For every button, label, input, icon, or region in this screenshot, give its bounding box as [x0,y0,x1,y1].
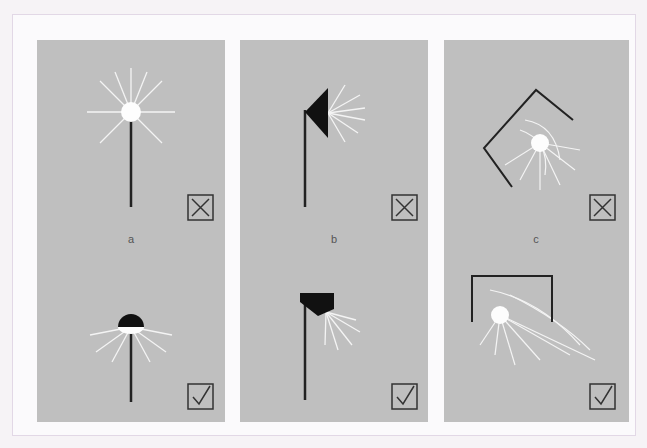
bulb [531,134,549,152]
light-rays [505,120,580,190]
panel-letter: b [331,233,337,245]
light-rays [480,290,595,365]
lamp-pole [130,120,133,207]
reflector [484,90,573,187]
check-box [188,384,615,409]
bulb [121,102,141,122]
cross-box [188,195,615,220]
lamp-pole [130,330,133,402]
light-rays [325,312,360,350]
panel [37,40,225,422]
lamp-head [300,293,334,316]
bulb [491,306,509,324]
panel [444,40,629,422]
panel-letter: c [533,233,539,245]
lamp-pole [304,296,307,400]
lamp-pole [304,110,307,207]
light-rays [328,85,365,142]
reflector [472,276,552,322]
panel [240,40,428,422]
bulb [118,327,144,334]
lamp-head [305,88,328,138]
panel-letter: a [128,233,134,245]
lamp-shield [118,314,144,327]
